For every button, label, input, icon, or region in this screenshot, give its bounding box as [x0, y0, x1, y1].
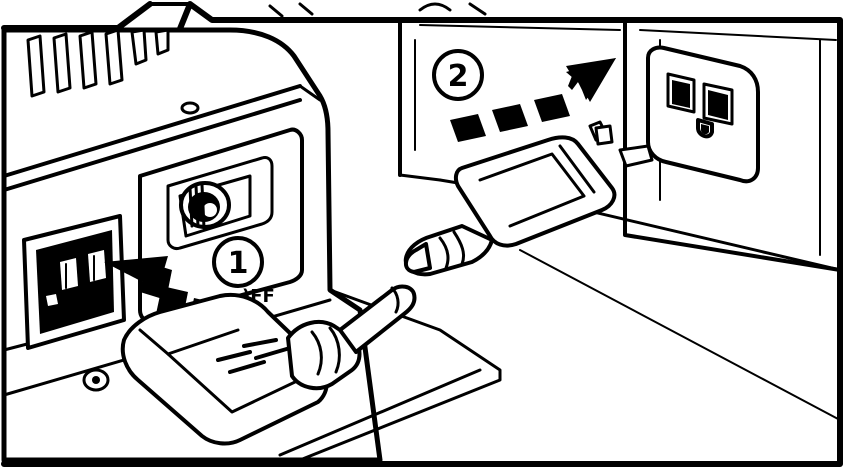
wall-outlet: [648, 47, 758, 181]
step-2-label: 2: [448, 59, 469, 94]
step-2-marker: 2: [434, 51, 482, 99]
step-1-label: 1: [228, 246, 249, 281]
two-prong-plug: [406, 122, 652, 274]
step-1-marker: 1: [214, 238, 262, 286]
rocker-switch: [181, 183, 229, 228]
